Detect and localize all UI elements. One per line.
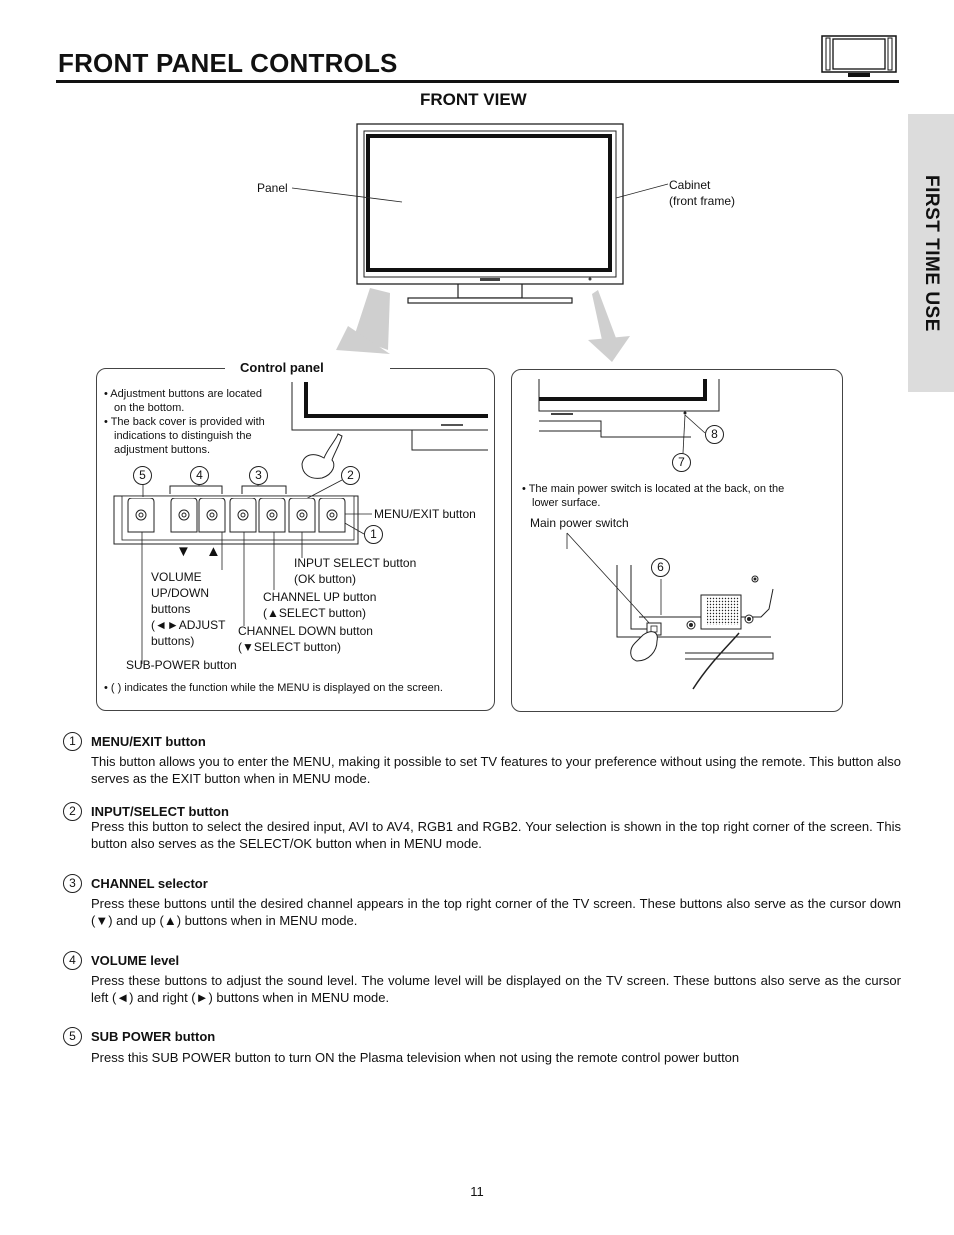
channel-up-label-line2: (▲SELECT button) [263,606,367,620]
input-select-label-line1: INPUT SELECT button [294,556,417,570]
channel-down-label-line1: CHANNEL DOWN button [238,624,373,638]
section-1-number: 1 [63,732,82,751]
main-power-note-line2: lower surface. [532,497,601,509]
volume-label-line: VOLUME [151,570,202,584]
section-1-body: This button allows you to enter the MENU… [91,754,901,786]
title-rule [56,80,899,83]
cabinet-label-line2: (front frame) [669,194,736,208]
sub-power-label: SUB-POWER button [126,658,237,672]
callout-1: 1 [364,525,383,544]
section-1-title: MENU/EXIT button [91,734,206,749]
cabinet-label: Cabinet (front frame) [669,177,735,209]
channel-down-label-line2: (▼SELECT button) [238,640,342,654]
input-select-label-line2: (OK button) [294,572,357,586]
arrow-up-icon: ▲ [206,543,221,560]
volume-down-button[interactable] [170,497,198,539]
volume-label-line: buttons) [151,634,195,648]
main-power-switch-label: Main power switch [530,516,629,530]
volume-label: VOLUME UP/DOWN buttons (◄►ADJUST buttons… [151,569,225,649]
arrow-down-icon: ▼ [176,543,191,560]
control-panel-heading-bg [225,358,390,376]
channel-up-button[interactable] [258,497,286,539]
section-4-title: VOLUME level [91,953,180,968]
channel-down-button[interactable] [229,497,257,539]
control-panel-heading: Control panel [240,360,324,375]
callout-6: 6 [651,558,670,577]
section-4-body: Press these buttons to adjust the sound … [91,973,901,1005]
front-view-tv-diagram [291,123,669,362]
section-5-number: 5 [63,1027,82,1046]
volume-label-line: buttons [151,602,191,616]
section-3-body: Press these buttons until the desired ch… [91,896,901,928]
side-tab: FIRST TIME USE [908,114,954,392]
control-panel-notes: • Adjustment buttons are located on the … [104,387,294,457]
volume-label-line: UP/DOWN [151,586,209,600]
callout-8: 8 [705,425,724,444]
menu-exit-button[interactable] [318,497,346,539]
input-select-label: INPUT SELECT button (OK button) [294,555,416,587]
callout-7: 7 [672,453,691,472]
callout-2: 2 [341,466,360,485]
section-3-number: 3 [63,874,82,893]
page-title: FRONT PANEL CONTROLS [58,48,398,78]
callout-5: 5 [133,466,152,485]
menu-exit-label: MENU/EXIT button [374,507,476,521]
callout-4: 4 [190,466,209,485]
control-panel-footnote: • ( ) indicates the function while the M… [104,682,443,694]
cabinet-label-line1: Cabinet [669,178,711,192]
sub-power-button[interactable] [126,497,156,539]
page-number: 11 [470,1184,484,1199]
channel-up-label-line1: CHANNEL UP button [263,590,377,604]
section-2-number: 2 [63,802,82,821]
note-line: on the bottom. [114,402,185,414]
volume-label-line: (◄►ADJUST [151,618,226,632]
channel-up-label: CHANNEL UP button (▲SELECT button) [263,589,376,621]
note-line: • Adjustment buttons are located [104,388,262,400]
section-5-title: SUB POWER button [91,1029,216,1044]
front-view-heading: FRONT VIEW [420,90,527,109]
section-2-title: INPUT/SELECT button [91,804,229,819]
side-tab-background [908,114,954,392]
callout-3: 3 [249,466,268,485]
volume-up-button[interactable] [198,497,226,539]
main-power-box [511,369,843,712]
input-select-button[interactable] [288,497,316,539]
tv-icon [821,35,897,77]
note-line: • The back cover is provided with [104,416,265,428]
channel-down-label: CHANNEL DOWN button (▼SELECT button) [238,623,373,655]
note-line: indications to distinguish the [114,430,252,442]
main-power-note: • The main power switch is located at th… [522,482,784,510]
side-tab-label: FIRST TIME USE [921,174,942,332]
main-power-note-line1: • The main power switch is located at th… [522,483,785,495]
section-4-number: 4 [63,951,82,970]
panel-label: Panel [257,181,288,195]
section-3-title: CHANNEL selector [91,876,208,891]
main-power-diagram [538,379,774,690]
note-line: adjustment buttons. [114,444,211,456]
section-5-body: Press this SUB POWER button to turn ON t… [91,1050,740,1065]
section-2-body: Press this button to select the desired … [91,819,901,851]
